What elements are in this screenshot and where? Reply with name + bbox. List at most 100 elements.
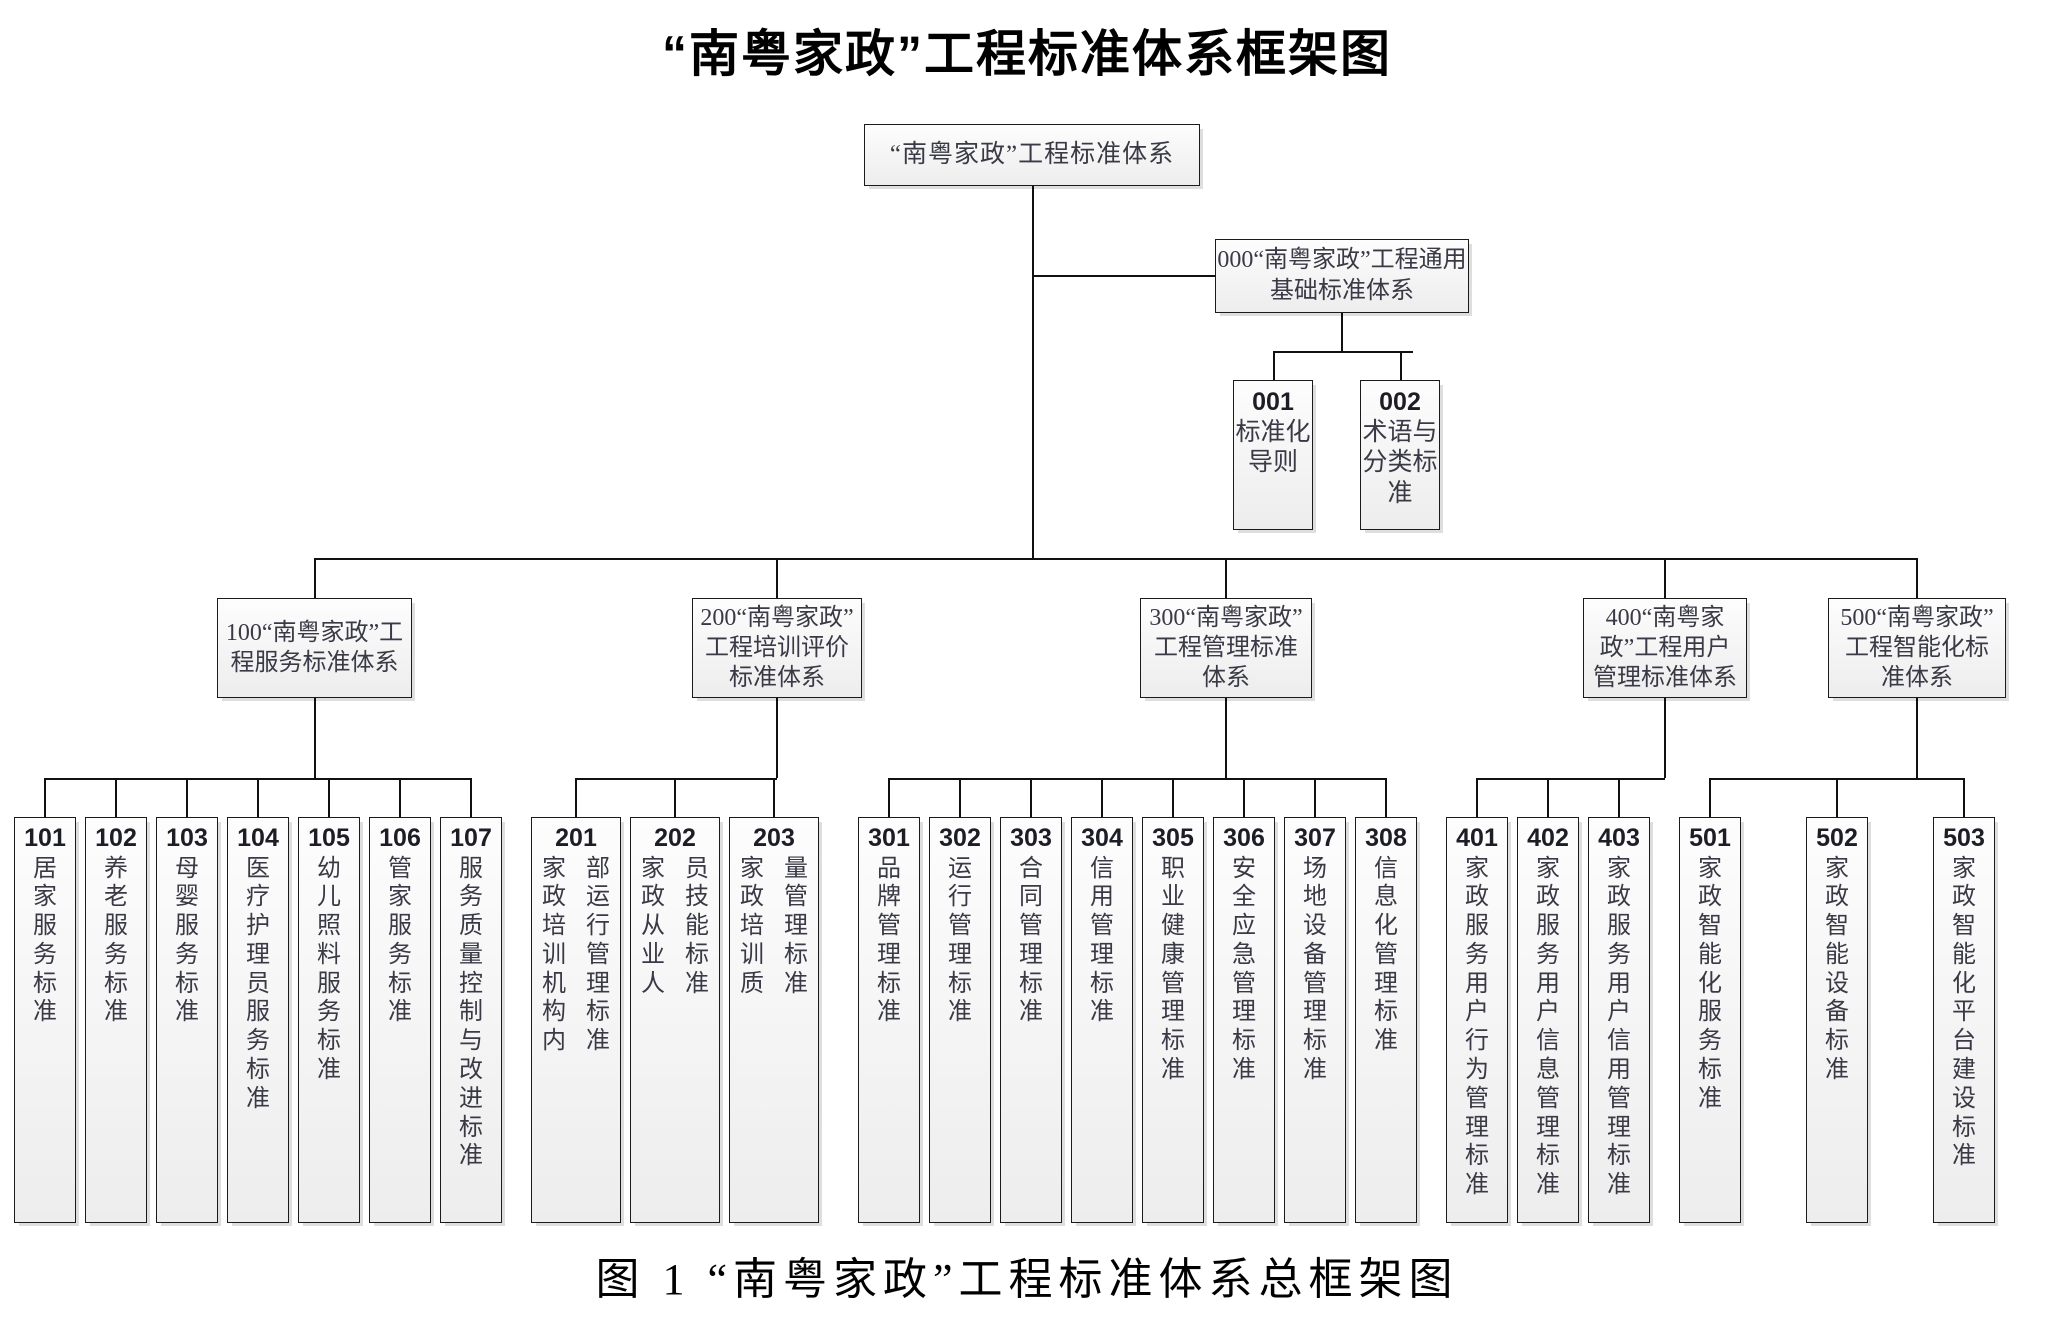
node-303-code: 303 xyxy=(1010,824,1052,852)
connector-leaf-drop-102 xyxy=(115,778,117,817)
connector-leaf-drop-303 xyxy=(1030,778,1032,817)
page-title: “南粤家政”工程标准体系框架图 xyxy=(662,26,1392,82)
node-402[interactable]: 402 家政服务用户信息管理标准 xyxy=(1517,817,1579,1223)
node-100[interactable]: 100“南粤家政”工程服务标准体系 xyxy=(217,598,412,698)
connector-leaf-drop-203 xyxy=(773,778,775,817)
node-300-label: 300“南粤家政”工程管理标准体系 xyxy=(1149,604,1303,692)
node-101-code: 101 xyxy=(24,824,66,852)
connector-leaf-bus-300 xyxy=(889,778,1386,780)
node-202-text: 家政从业人员技能标准 xyxy=(641,855,709,997)
connector-leaf-drop-305 xyxy=(1172,778,1174,817)
node-202-label: 202 家政从业人员技能标准 xyxy=(631,823,719,998)
figure-caption: 图 1 “南粤家政”工程标准体系总框架图 xyxy=(595,1255,1459,1304)
node-400[interactable]: 400“南粤家政”工程用户管理标准体系 xyxy=(1583,598,1747,698)
node-101-text: 居家服务标准 xyxy=(33,855,57,1026)
node-107-code: 107 xyxy=(450,824,492,852)
node-202[interactable]: 202 家政从业人员技能标准 xyxy=(630,817,720,1223)
node-500[interactable]: 500“南粤家政”工程智能化标准体系 xyxy=(1828,598,2006,698)
node-101[interactable]: 101 居家服务标准 xyxy=(14,817,76,1223)
node-root-label: “南粤家政”工程标准体系 xyxy=(889,141,1175,168)
node-401-text: 家政服务用户行为管理标准 xyxy=(1465,855,1489,1199)
node-402-text: 家政服务用户信息管理标准 xyxy=(1536,855,1560,1199)
connector-cat-to-leafbus-300 xyxy=(1225,698,1227,778)
connector-leaf-drop-201 xyxy=(575,778,577,817)
connector-cat-to-leafbus-100 xyxy=(313,698,316,778)
node-104-text: 医疗护理员服务标准 xyxy=(246,855,270,1112)
node-000-common-basis[interactable]: 000“南粤家政”工程通用基础标准体系 xyxy=(1215,239,1469,313)
node-306-text: 安全应急管理标准 xyxy=(1232,855,1256,1084)
connector-category-drop-200 xyxy=(776,558,778,598)
node-302-text: 运行管理标准 xyxy=(948,855,972,1026)
node-403-text: 家政服务用户信用管理标准 xyxy=(1607,855,1631,1199)
node-200[interactable]: 200“南粤家政”工程培训评价标准体系 xyxy=(692,598,862,698)
node-402-code: 402 xyxy=(1527,824,1569,852)
connector-leaf-drop-304 xyxy=(1101,778,1103,817)
connector-root-stem xyxy=(1032,186,1034,276)
connector-leaf-drop-302 xyxy=(959,778,961,817)
connector-leaf-drop-307 xyxy=(1314,778,1316,817)
connector-cat-to-leafbus-500 xyxy=(1916,698,1918,778)
node-307-text: 场地设备管理标准 xyxy=(1303,855,1327,1084)
connector-000-to-001 xyxy=(1273,351,1275,380)
node-203-code: 203 xyxy=(753,824,795,852)
connector-000-stem xyxy=(1341,313,1343,351)
node-106-code: 106 xyxy=(379,824,421,852)
connector-category-bus xyxy=(314,558,1917,560)
connector-leaf-drop-101 xyxy=(44,778,46,817)
connector-leaf-drop-105 xyxy=(328,778,330,817)
node-106-text: 管家服务标准 xyxy=(388,855,412,1026)
node-105-text: 幼儿照料服务标准 xyxy=(317,855,341,1084)
node-500-label: 500“南粤家政”工程智能化标准体系 xyxy=(1840,604,1994,692)
connector-000-to-002 xyxy=(1400,351,1402,380)
connector-cat-to-leafbus-400 xyxy=(1664,698,1666,778)
node-401[interactable]: 401 家政服务用户行为管理标准 xyxy=(1446,817,1508,1223)
node-305-text: 职业健康管理标准 xyxy=(1161,855,1185,1084)
node-308-text: 信息化管理标准 xyxy=(1374,855,1398,1055)
node-502-text: 家政智能设备标准 xyxy=(1825,855,1849,1084)
connector-cat-to-leafbus-200 xyxy=(776,698,778,778)
node-300[interactable]: 300“南粤家政”工程管理标准体系 xyxy=(1140,598,1312,698)
node-202-code: 202 xyxy=(654,824,696,852)
node-000-label: 000“南粤家政”工程通用基础标准体系 xyxy=(1217,246,1467,304)
connector-leaf-drop-308 xyxy=(1385,778,1387,817)
connector-category-drop-400 xyxy=(1664,558,1666,598)
node-root[interactable]: “南粤家政”工程标准体系 xyxy=(864,124,1200,186)
node-102-text: 养老服务标准 xyxy=(104,855,128,1026)
node-401-code: 401 xyxy=(1456,824,1498,852)
node-106[interactable]: 106 管家服务标准 xyxy=(369,817,431,1223)
connector-leaf-drop-107 xyxy=(470,778,472,817)
